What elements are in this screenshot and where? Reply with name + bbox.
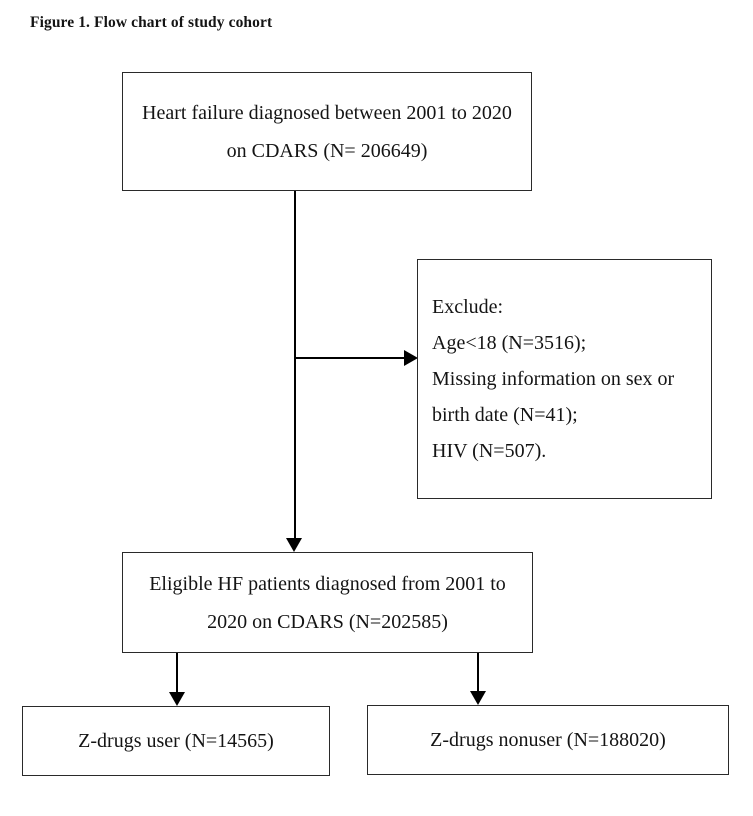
connector-top-to-eligible-line bbox=[293, 191, 296, 539]
nonuser-box-label: Z-drugs nonuser (N=188020) bbox=[430, 728, 666, 751]
connector-eligible-to-nonuser-line bbox=[477, 653, 479, 691]
user-box-label: Z-drugs user (N=14565) bbox=[78, 729, 274, 752]
top-cohort-box: Heart failure diagnosed between 2001 to … bbox=[122, 72, 532, 191]
connector-eligible-to-user-line bbox=[176, 653, 178, 692]
eligible-box: Eligible HF patients diagnosed from 2001… bbox=[122, 552, 533, 653]
exclude-line-2: Age<18 (N=3516); bbox=[432, 332, 587, 354]
nonuser-box: Z-drugs nonuser (N=188020) bbox=[367, 705, 729, 775]
figure-title: Figure 1. Flow chart of study cohort bbox=[30, 14, 273, 31]
top-cohort-line-1: Heart failure diagnosed between 2001 to … bbox=[142, 101, 512, 124]
user-box: Z-drugs user (N=14565) bbox=[22, 706, 330, 776]
exclude-line-4: birth date (N=41); bbox=[432, 404, 578, 426]
arrowhead-down-to-nonuser bbox=[469, 691, 486, 705]
arrowhead-down-to-user bbox=[168, 692, 185, 706]
eligible-line-1: Eligible HF patients diagnosed from 2001… bbox=[149, 572, 506, 595]
top-cohort-line-2: on CDARS (N= 206649) bbox=[226, 139, 428, 162]
exclude-line-3: Missing information on sex or bbox=[432, 368, 675, 390]
arrowhead-down-to-eligible bbox=[286, 538, 302, 552]
eligible-line-2: 2020 on CDARS (N=202585) bbox=[207, 610, 448, 633]
exclude-line-1: Exclude: bbox=[432, 296, 504, 318]
connector-branch-to-exclude-line bbox=[294, 357, 404, 359]
exclude-box: Exclude: Age<18 (N=3516); Missing inform… bbox=[417, 259, 712, 499]
exclude-line-5: HIV (N=507). bbox=[432, 440, 547, 462]
arrowhead-right-to-exclude bbox=[404, 349, 418, 366]
